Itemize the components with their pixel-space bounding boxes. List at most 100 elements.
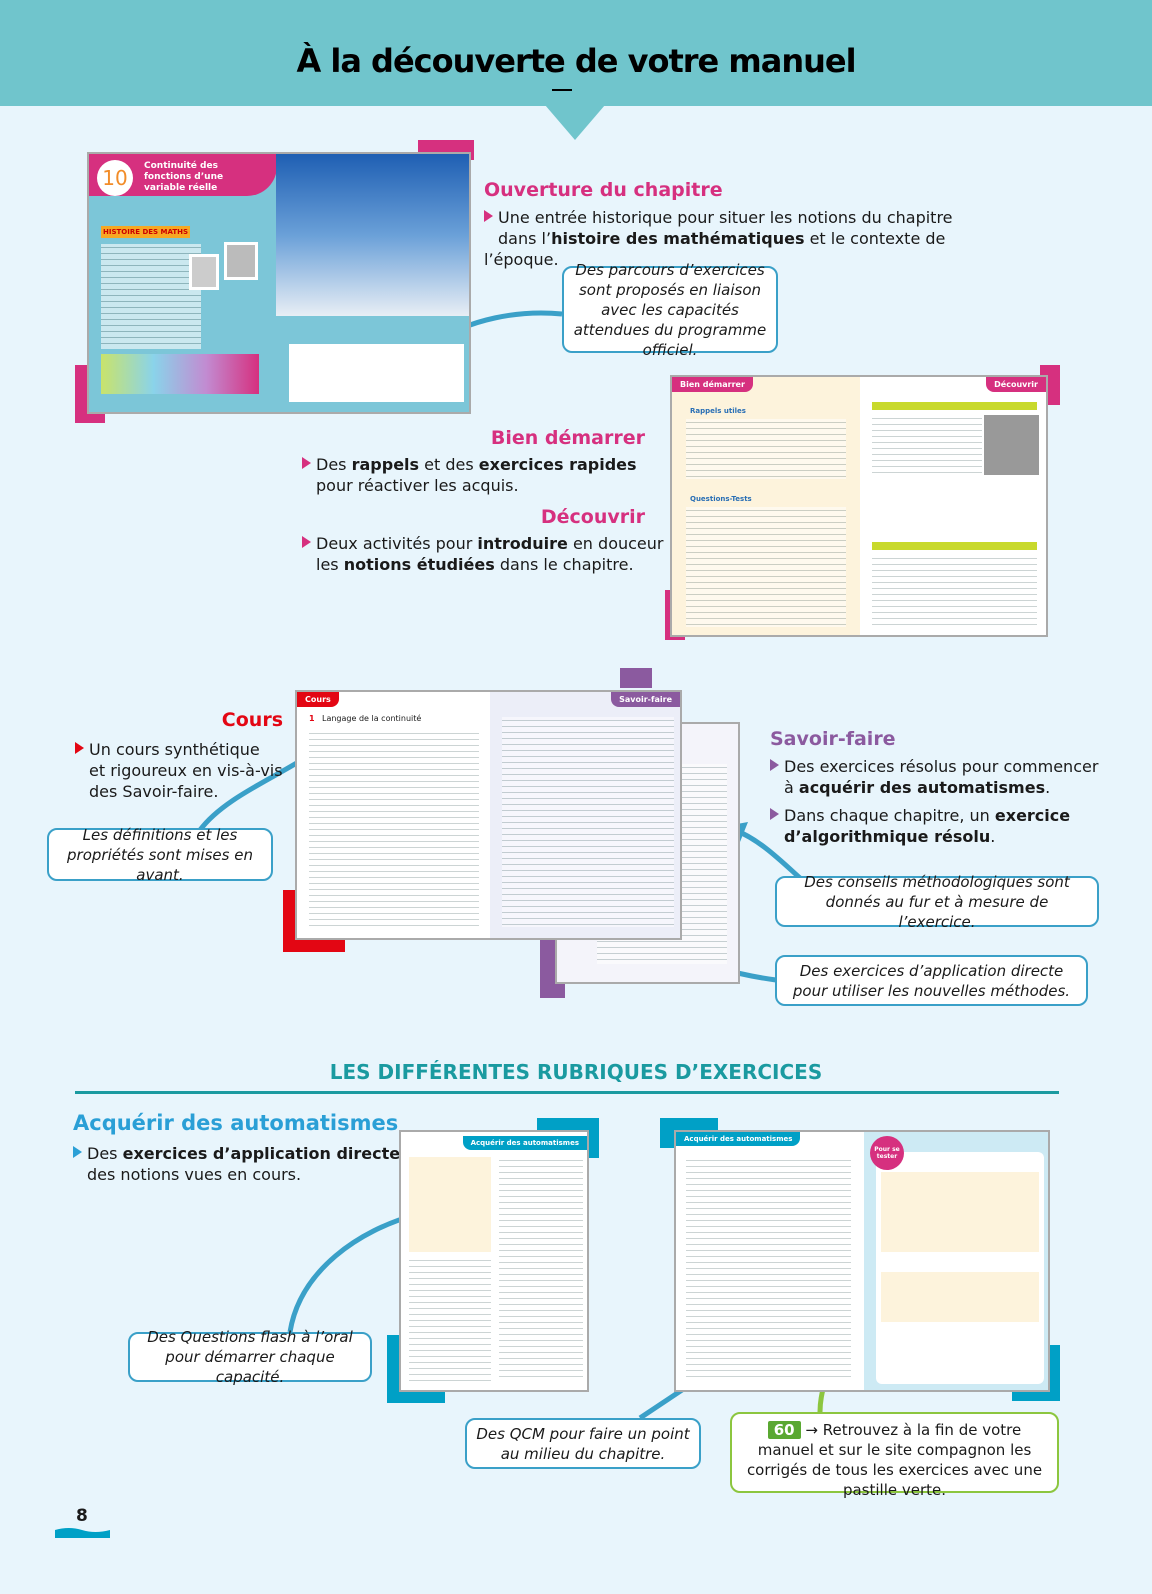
text-block (872, 415, 982, 475)
text-block (686, 419, 846, 479)
rappels-label: Rappels utiles (690, 407, 746, 415)
text-block (872, 555, 1037, 625)
bullet-text: dans l’ (498, 229, 552, 248)
acquerir-heading: Acquérir des automatismes (73, 1111, 399, 1135)
header-band (0, 0, 1152, 106)
callout-definitions: Les définitions et les propriétés sont m… (47, 826, 273, 884)
history-label: HISTOIRE DES MATHS (101, 226, 191, 238)
qcm-table (881, 1172, 1039, 1252)
objectives-table (289, 344, 464, 402)
text-block (502, 717, 674, 927)
timeline (101, 354, 259, 394)
spread-bien-demarrer: Bien démarrer Découvrir Rappels utiles Q… (670, 375, 1048, 637)
text-block (409, 1257, 491, 1382)
spread-acquerir-qcm: Acquérir des automatismes Pour se tester (674, 1130, 1050, 1392)
rubriques-rule (75, 1091, 1059, 1094)
t: Un cours synthétique (89, 740, 260, 759)
mountain-photo (276, 154, 469, 316)
t: dans le chapitre. (494, 555, 634, 574)
t: Deux activités pour (316, 534, 478, 553)
t: à (784, 778, 799, 797)
spread-cours: Cours Savoir-faire 1 Langage de la conti… (295, 690, 682, 940)
t: et des (419, 455, 479, 474)
tab-acquerir: Acquérir des automatismes (676, 1132, 801, 1146)
corriges-text: Retrouvez à la fin de votre manuel et su… (746, 1421, 1043, 1499)
tab-cours: Cours (297, 692, 339, 707)
history-text (101, 244, 201, 349)
rubriques-title: LES DIFFÉRENTES RUBRIQUES D’EXERCICES (329, 1060, 823, 1084)
qcm-table (881, 1272, 1039, 1322)
t: Des (316, 455, 352, 474)
pour-se-tester-badge: Pour se tester (870, 1136, 904, 1170)
t: d’algorithmique résolu (784, 827, 991, 846)
t: exercices rapides (478, 455, 637, 474)
t: notions étudiées (343, 555, 495, 574)
tab-decouvrir: Découvrir (986, 377, 1046, 392)
callout-corriges: 60 → Retrouvez à la fin de votre manuel … (730, 1412, 1059, 1499)
cours-bullet: Un cours synthétique et rigoureux en vis-… (75, 739, 283, 802)
chapter-number: 10 (97, 160, 133, 196)
t: des Savoir-faire. (89, 782, 219, 801)
spread-ouverture: 10 Continuité des fonctions d’une variab… (87, 152, 471, 414)
section-title: Langage de la continuité (322, 714, 422, 723)
t: introduire (477, 534, 568, 553)
t: . (990, 827, 996, 846)
ouverture-bullet: Une entrée historique pour situer les no… (484, 207, 1004, 270)
chapter-title: Continuité des fonctions d’une variable … (144, 161, 224, 193)
bullet-icon (73, 1146, 82, 1158)
bullet-icon (484, 210, 493, 222)
bullet-bold: histoire des mathématiques (551, 229, 805, 248)
page-wave-icon (55, 1528, 110, 1538)
portrait (224, 242, 258, 280)
arrow-flash (287, 1212, 416, 1333)
bullet-icon (770, 808, 779, 820)
title-underline (552, 89, 572, 91)
bullet-icon (75, 742, 84, 754)
arrow-right-icon: → (805, 1421, 818, 1439)
callout-parcours: Des parcours d’exercices sont proposés e… (562, 261, 778, 359)
green-badge: 60 (767, 1421, 801, 1439)
skater-photo (984, 415, 1039, 475)
t: en douceur (567, 534, 664, 553)
bullet-icon (770, 759, 779, 771)
decouvrir-heading: Découvrir (540, 506, 645, 528)
t: pour réactiver les acquis. (316, 476, 519, 495)
ouverture-heading: Ouverture du chapitre (484, 179, 723, 201)
tests-label: Questions-Tests (690, 495, 752, 503)
portrait (189, 254, 219, 290)
callout-qcm: Des QCM pour faire un point au milieu du… (465, 1418, 701, 1469)
tab-bien-demarrer: Bien démarrer (672, 377, 753, 392)
deco-purple (620, 668, 652, 688)
page-title: À la découverte de votre manuel (296, 42, 856, 80)
page-acquerir: Acquérir des automatismes (399, 1130, 589, 1392)
t: et rigoureux en vis-à-vis (89, 761, 283, 780)
bien-demarrer-heading: Bien démarrer (490, 427, 645, 449)
header-pointer (545, 105, 605, 140)
callout-application: Des exercices d’application directe pour… (775, 955, 1088, 1006)
text-block (686, 507, 846, 627)
cours-heading: Cours (221, 709, 283, 731)
activity-bar (872, 402, 1037, 410)
text-block (686, 1157, 851, 1382)
t: Des (87, 1144, 123, 1163)
bullet-icon (302, 536, 311, 548)
activity-bar (872, 542, 1037, 550)
callout-conseils: Des conseils méthodologiques sont donnés… (775, 873, 1099, 931)
callout-questions-flash: Des Questions flash à l’oral pour démarr… (128, 1328, 372, 1386)
text-block (499, 1157, 583, 1382)
t: . (1045, 778, 1051, 797)
t: exercices d’application directe (122, 1144, 401, 1163)
bullet-text: et le contexte de l’époque. (484, 229, 946, 269)
decouvrir-bullet: Deux activités pour introduire en douceu… (302, 533, 663, 575)
tab-savoir-faire: Savoir-faire (611, 692, 680, 707)
page-number: 8 (76, 1506, 88, 1526)
t: Dans chaque chapitre, un (784, 806, 995, 825)
tab-acquerir: Acquérir des automatismes (462, 1136, 587, 1150)
savoir-faire-heading: Savoir-faire (770, 728, 896, 750)
t: exercice (994, 806, 1071, 825)
t: acquérir des automatismes (798, 778, 1046, 797)
